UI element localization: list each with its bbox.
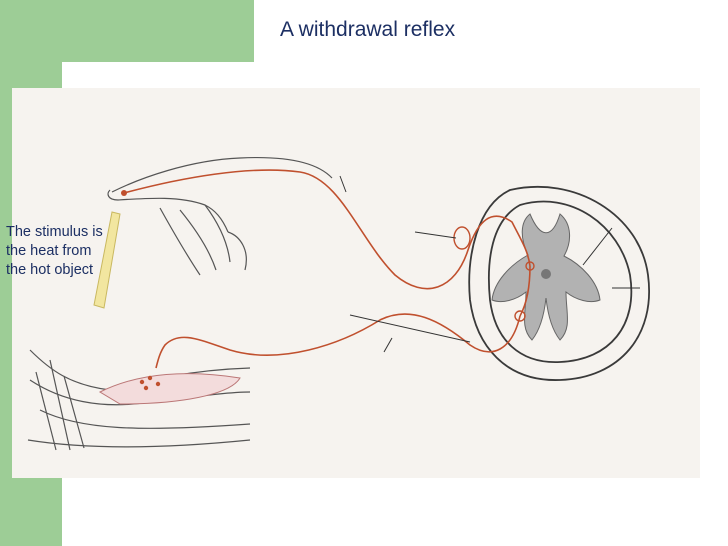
hot-object xyxy=(93,211,121,309)
dorsal-root-ganglion xyxy=(453,226,471,250)
stimulus-caption-line: The stimulus is xyxy=(6,224,103,240)
label-pointer-lines xyxy=(339,175,640,353)
hand-outline xyxy=(107,156,333,276)
muscle xyxy=(98,373,241,405)
slide-title: A withdrawal reflex xyxy=(280,18,456,41)
skin-receptor xyxy=(121,190,127,196)
stimulus-caption-line: the hot object xyxy=(6,262,94,278)
interneuron-cell-body xyxy=(525,261,535,271)
spinal-cord-outline xyxy=(468,185,650,381)
central-canal xyxy=(541,269,551,279)
sensory-neuron xyxy=(123,169,531,290)
motor-neuron xyxy=(155,313,521,369)
green-top-band xyxy=(62,0,254,62)
motor-neuron-cell-body xyxy=(514,310,526,322)
relay-neuron xyxy=(519,265,531,317)
motor-end-plates xyxy=(139,375,161,391)
stimulus-caption-line: the heat from xyxy=(6,243,92,259)
stimulus-caption: The stimulus is the heat from the hot ob… xyxy=(6,223,136,280)
